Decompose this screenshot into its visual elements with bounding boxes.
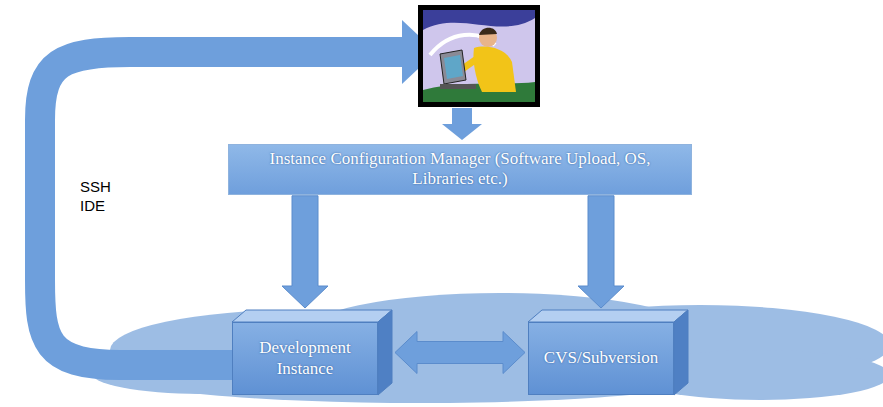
down-arrow	[442, 108, 482, 140]
cube-face	[528, 310, 688, 322]
block-arrow	[578, 196, 624, 308]
instance-cube: Development Instance	[232, 322, 378, 395]
cube-face	[232, 310, 392, 322]
node-text: Instance Configuration Manager (Software…	[241, 149, 679, 190]
node-text: Development Instance	[241, 338, 369, 379]
node-text: CVS/Subversion	[544, 348, 658, 368]
connection-label: SSH IDE	[80, 178, 122, 216]
block-arrow	[282, 196, 328, 308]
cube-face	[674, 310, 688, 395]
block-arrow	[395, 332, 525, 374]
instance-cube: CVS/Subversion	[528, 322, 674, 395]
config-box: Instance Configuration Manager (Software…	[228, 144, 692, 195]
cube-face	[378, 310, 392, 395]
computer-user-clipart	[418, 5, 540, 107]
cloud	[90, 293, 883, 403]
